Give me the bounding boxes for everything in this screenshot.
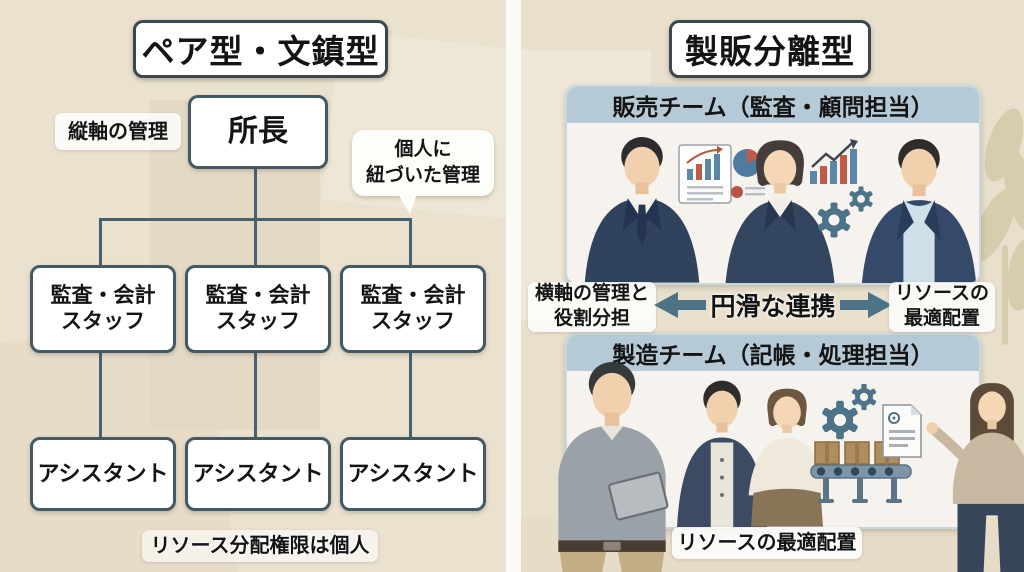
salesman-blazer	[861, 139, 977, 283]
plant-icon	[971, 108, 1024, 345]
gears-icon	[851, 383, 877, 411]
gears-icon	[821, 400, 859, 440]
worker-cardigan-man	[677, 380, 767, 528]
org-box-staff: 監査・会計 スタッフ	[30, 265, 176, 353]
org-box-assistant: アシスタント	[185, 437, 331, 511]
individual-management-bubble: 個人に 紐づいた管理	[352, 130, 494, 196]
vertical-management-label: 縦軸の管理	[55, 113, 181, 150]
staff-label: スタッフ	[216, 310, 300, 333]
bubble-line1: 個人に	[394, 139, 452, 161]
worker-tablet-man	[558, 362, 669, 572]
left-arrow-icon	[654, 292, 706, 318]
connector-line	[409, 218, 412, 266]
connector-line	[99, 218, 102, 266]
gears-icon	[848, 186, 874, 212]
right-bottom-note: リソースの最適配置	[672, 527, 862, 559]
sales-team-art	[584, 137, 977, 283]
staff-label: 監査・会計	[205, 283, 311, 307]
document-icon	[882, 404, 922, 458]
manufacturing-team-art	[558, 362, 1024, 572]
left-title: ペア型・文鎮型	[133, 20, 388, 78]
worker-blouse-woman	[748, 388, 826, 527]
staff-label: 監査・会計	[360, 283, 466, 307]
bar-chart-icon	[678, 144, 732, 204]
staff-label: スタッフ	[61, 310, 145, 333]
left-bottom-note-text: リソース分配権限は個人	[150, 535, 370, 557]
right-title: 製販分離型	[669, 20, 871, 78]
left-section: ペア型・文鎮型 所長 縦軸の管理 個人に 紐づいた管理 監査・会計 スタッフ	[0, 0, 506, 572]
org-box-director-label: 所長	[228, 115, 288, 149]
connector-line	[254, 347, 257, 437]
connector-line	[254, 163, 257, 219]
panel-divider	[506, 0, 521, 572]
manufacturing-team-header-text: 製造チーム（記帳・処理担当）	[612, 342, 934, 368]
sales-team-illustration	[567, 123, 979, 283]
horizontal-management-line2: 役割分担	[553, 308, 630, 329]
org-box-staff: 監査・会計 スタッフ	[185, 265, 331, 353]
right-section: 製販分離型 販売チーム（監査・顧問担当）	[521, 0, 1024, 572]
saleswoman-bob	[725, 140, 835, 283]
right-arrow-icon	[840, 292, 892, 318]
org-box-assistant: アシスタント	[340, 437, 486, 511]
left-bottom-note: リソース分配権限は個人	[142, 530, 378, 562]
connector-line	[254, 218, 257, 266]
growth-chart-icon	[810, 139, 858, 184]
right-title-label: 製販分離型	[685, 33, 855, 70]
bubble-tail	[398, 194, 417, 214]
horizontal-management-line1: 横軸の管理と	[534, 283, 649, 305]
org-box-staff: 監査・会計 スタッフ	[340, 265, 486, 353]
resource-placement-label: リソースの 最適配置	[889, 282, 995, 332]
staff-label: スタッフ	[371, 310, 455, 333]
smooth-link-label: 円滑な連携	[710, 293, 836, 321]
salesman-suit	[584, 137, 700, 283]
connector-line	[409, 347, 412, 437]
sales-team-panel: 販売チーム（監査・顧問担当）	[565, 85, 981, 285]
assistant-label: アシスタント	[37, 461, 169, 487]
horizontal-management-label: 横軸の管理と 役割分担	[528, 282, 656, 332]
staff-label: 監査・会計	[50, 283, 156, 307]
assistant-label: アシスタント	[347, 461, 479, 487]
worker-pointing-woman	[926, 383, 1024, 572]
manufacturing-team-panel: 製造チーム（記帳・処理担当）	[558, 333, 1024, 572]
org-box-assistant: アシスタント	[30, 437, 176, 511]
org-box-director: 所長	[188, 95, 328, 169]
bubble-line2: 紐づいた管理	[365, 165, 480, 186]
pie-chart-icon	[731, 149, 765, 198]
vertical-management-text: 縦軸の管理	[68, 120, 168, 143]
assistant-label: アシスタント	[192, 461, 324, 487]
left-title-label: ペア型・文鎮型	[141, 33, 380, 70]
resource-placement-line1: リソースの	[894, 283, 990, 305]
smooth-link-row: 円滑な連携	[654, 287, 892, 323]
right-bottom-note-text: リソースの最適配置	[677, 532, 857, 554]
sales-team-header-text: 販売チーム（監査・顧問担当）	[612, 94, 934, 120]
connector-line	[99, 347, 102, 437]
manufacturing-team-header: 製造チーム（記帳・処理担当）	[567, 335, 979, 371]
sales-team-header: 販売チーム（監査・顧問担当）	[567, 87, 979, 123]
resource-placement-line2: 最適配置	[903, 308, 980, 329]
